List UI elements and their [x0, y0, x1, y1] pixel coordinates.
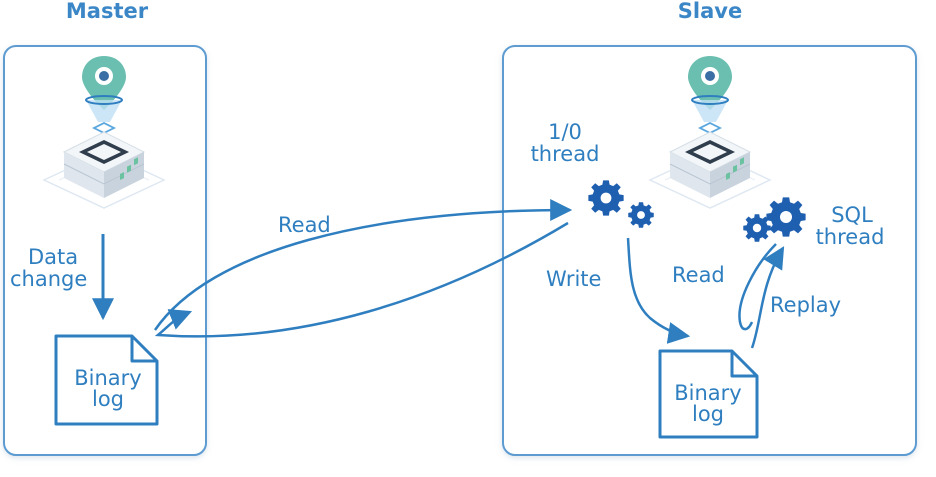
master-title: Master: [66, 0, 149, 23]
master-binary-log-label-line2: log: [92, 387, 124, 411]
slave-title: Slave: [678, 0, 742, 23]
read-connection-lower-arrow: [154, 221, 569, 338]
slave-binary-log-label-line1: Binary: [674, 381, 741, 405]
sql-thread-label-line1: SQL: [831, 203, 873, 227]
write-label: Write: [546, 267, 601, 291]
read-connection-upper-arrow: [153, 199, 573, 331]
replay-loop-arrow: [738, 243, 777, 331]
io-thread-label-line2: thread: [531, 142, 600, 166]
read-connection-label: Read: [278, 213, 331, 237]
master-binary-log-document-icon: [54, 334, 159, 426]
data-change-label-line2: change: [10, 267, 87, 291]
data-change-label-line1: Data: [28, 245, 78, 269]
replay-label: Replay: [770, 293, 841, 317]
slave-binary-log-label-line2: log: [692, 402, 724, 426]
master-binary-log-label-line1: Binary: [74, 366, 141, 390]
write-arrow: [626, 237, 691, 344]
slave-binary-log-document-icon: [658, 349, 759, 439]
replay-read-arrow: [750, 246, 785, 349]
sql-thread-label-line2: thread: [816, 225, 885, 249]
slave-read-label: Read: [672, 263, 725, 287]
io-thread-label-line1: 1/0: [548, 120, 582, 144]
slave-panel: [502, 45, 917, 456]
